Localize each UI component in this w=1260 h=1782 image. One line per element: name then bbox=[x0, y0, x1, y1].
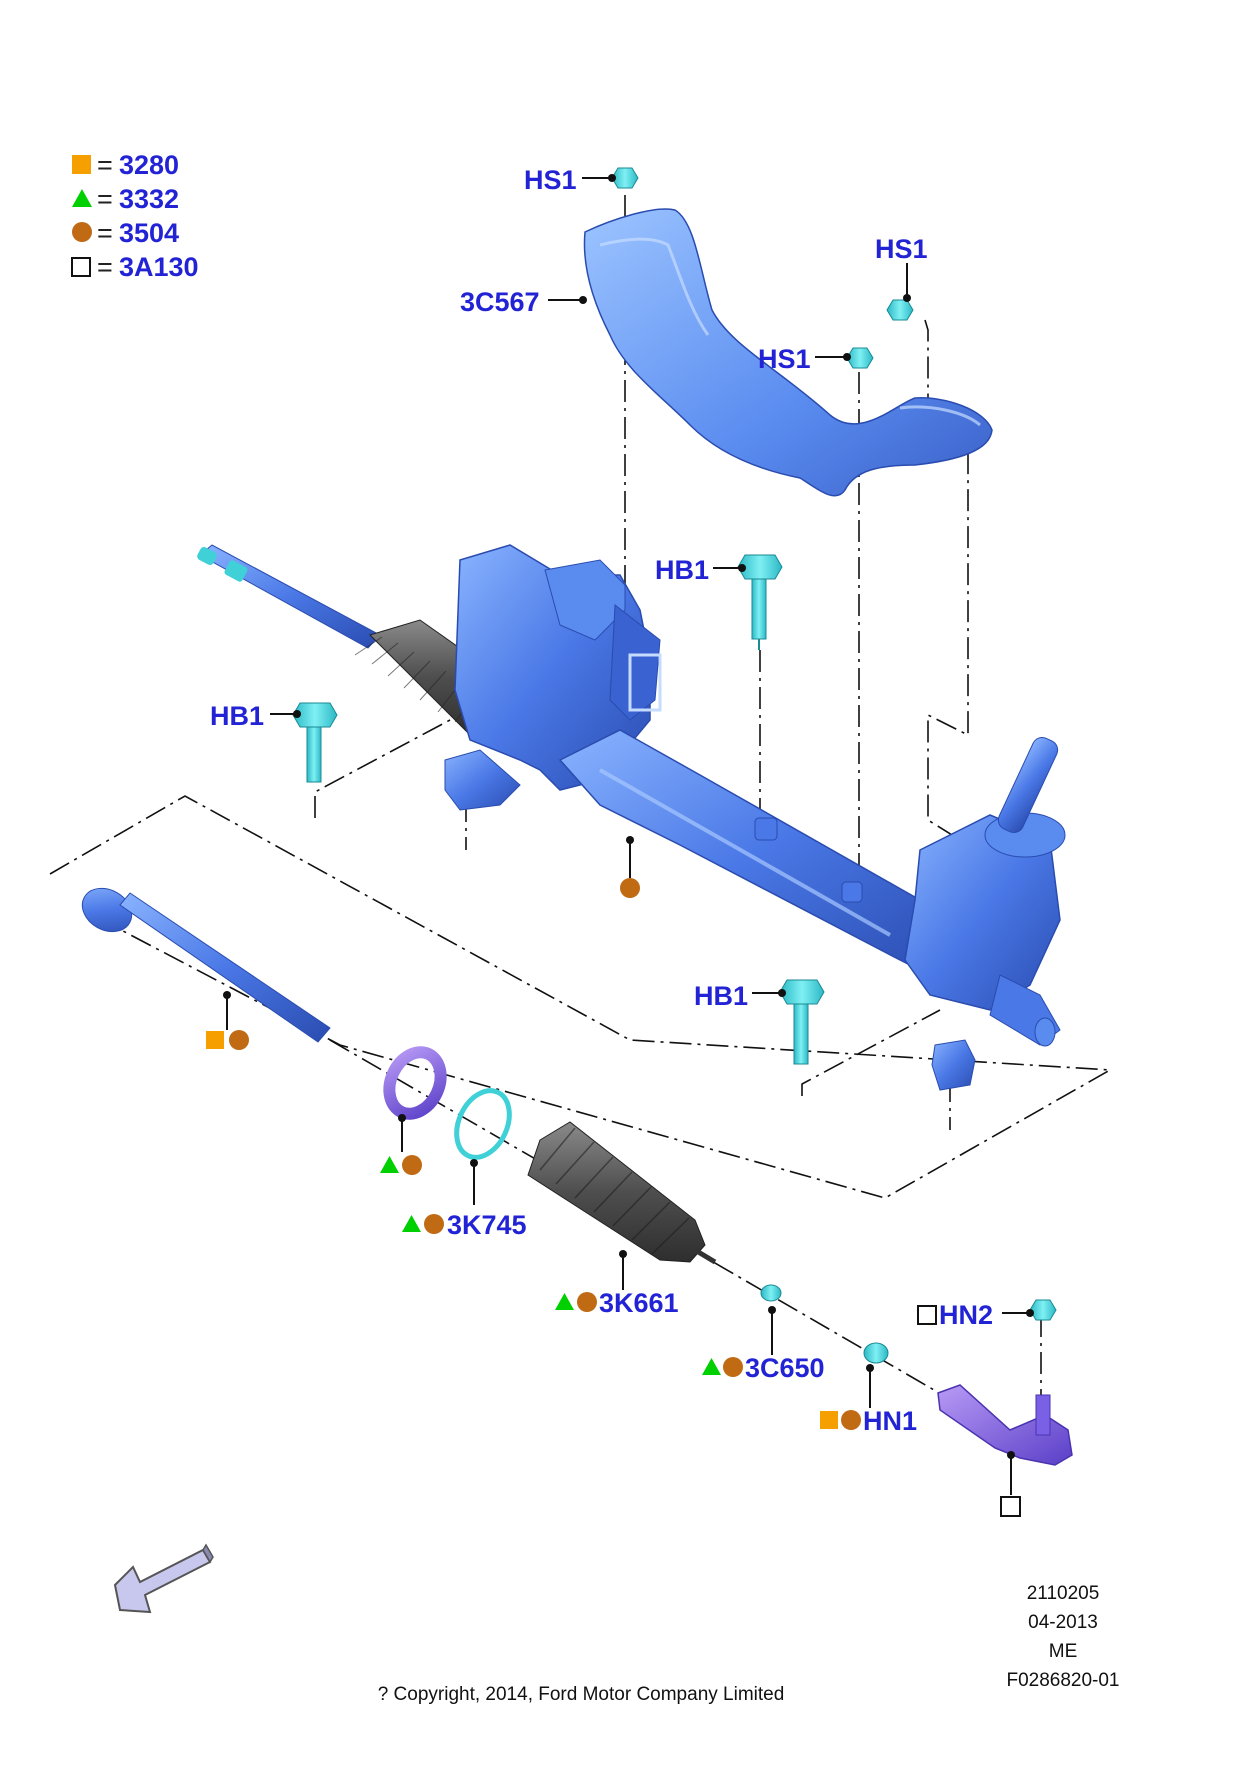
label-hn1: HN1 bbox=[863, 1406, 917, 1436]
label-hs1-top: HS1 bbox=[524, 165, 577, 195]
circle-icon bbox=[424, 1214, 444, 1234]
circle-icon bbox=[402, 1155, 422, 1175]
arrow-down-left-icon bbox=[113, 1543, 214, 1614]
legend-label-open-square: 3A130 bbox=[119, 252, 199, 282]
legend: = 3280 = 3332 = 3504 = 3A130 bbox=[71, 150, 199, 282]
square-icon bbox=[72, 155, 91, 174]
label-3k661: 3K661 bbox=[599, 1288, 679, 1318]
clamp-purple bbox=[383, 1046, 447, 1120]
label-hn2: HN2 bbox=[939, 1300, 993, 1330]
bolt-hb1-left bbox=[292, 702, 338, 783]
legend-equals: = bbox=[97, 184, 113, 214]
triangle-icon bbox=[402, 1215, 421, 1232]
label-hs1-mid: HS1 bbox=[758, 344, 811, 374]
triangle-icon bbox=[380, 1156, 399, 1173]
label-3k745: 3K745 bbox=[447, 1210, 527, 1240]
legend-item-triangle: = 3332 bbox=[72, 184, 179, 214]
nut-hs1-mid bbox=[846, 347, 874, 369]
diagram-number: 2110205 bbox=[1027, 1583, 1100, 1604]
label-hb1-left: HB1 bbox=[210, 701, 264, 731]
bolt-hb1-lower bbox=[779, 979, 825, 1065]
label-hb1-upper: HB1 bbox=[655, 555, 709, 585]
triangle-icon bbox=[702, 1358, 721, 1375]
triangle-icon bbox=[555, 1293, 574, 1310]
nut-hn1 bbox=[863, 1342, 889, 1364]
legend-equals: = bbox=[97, 252, 113, 282]
legend-item-circle: = 3504 bbox=[72, 218, 179, 248]
nut-3c650 bbox=[760, 1284, 782, 1302]
nut-hn2 bbox=[1029, 1299, 1057, 1321]
legend-item-open-square: = 3A130 bbox=[71, 252, 199, 282]
legend-label-triangle: 3332 bbox=[119, 184, 179, 214]
open-square-icon bbox=[917, 1305, 937, 1325]
square-icon bbox=[820, 1411, 838, 1429]
bolt-hb1-upper bbox=[737, 554, 783, 650]
clamp-3k745 bbox=[454, 1088, 512, 1160]
triangle-icon bbox=[72, 189, 92, 207]
legend-item-square: = 3280 bbox=[72, 150, 179, 180]
label-hs1-right: HS1 bbox=[875, 234, 928, 264]
heat-shield bbox=[583, 208, 993, 497]
label-hb1-lower: HB1 bbox=[694, 981, 748, 1011]
open-square-icon bbox=[71, 257, 91, 277]
diagram-region: ME bbox=[1049, 1641, 1078, 1662]
circle-icon bbox=[229, 1030, 249, 1050]
copyright-notice: ? Copyright, 2014, Ford Motor Company Li… bbox=[378, 1684, 785, 1705]
diagram-date: 04-2013 bbox=[1028, 1612, 1098, 1633]
circle-icon bbox=[577, 1292, 597, 1312]
steering-rack bbox=[197, 544, 1066, 1091]
bellows-3k661 bbox=[527, 1121, 717, 1265]
legend-equals: = bbox=[97, 218, 113, 248]
circle-icon bbox=[723, 1357, 743, 1377]
circle-icon bbox=[72, 222, 92, 242]
legend-label-square: 3280 bbox=[119, 150, 179, 180]
label-3c567: 3C567 bbox=[460, 287, 540, 317]
assembly-lines bbox=[49, 195, 1113, 1406]
circle-icon bbox=[620, 878, 640, 898]
legend-label-circle: 3504 bbox=[119, 218, 179, 248]
nut-hs1-right bbox=[886, 299, 914, 321]
outer-tie-rod-end bbox=[937, 1384, 1073, 1466]
square-icon bbox=[206, 1031, 224, 1049]
circle-icon bbox=[841, 1410, 861, 1430]
label-3c650: 3C650 bbox=[745, 1353, 825, 1383]
legend-equals: = bbox=[97, 150, 113, 180]
open-square-icon bbox=[1000, 1496, 1021, 1517]
inner-tie-rod bbox=[81, 887, 331, 1043]
figure-id: F0286820-01 bbox=[1006, 1670, 1119, 1691]
